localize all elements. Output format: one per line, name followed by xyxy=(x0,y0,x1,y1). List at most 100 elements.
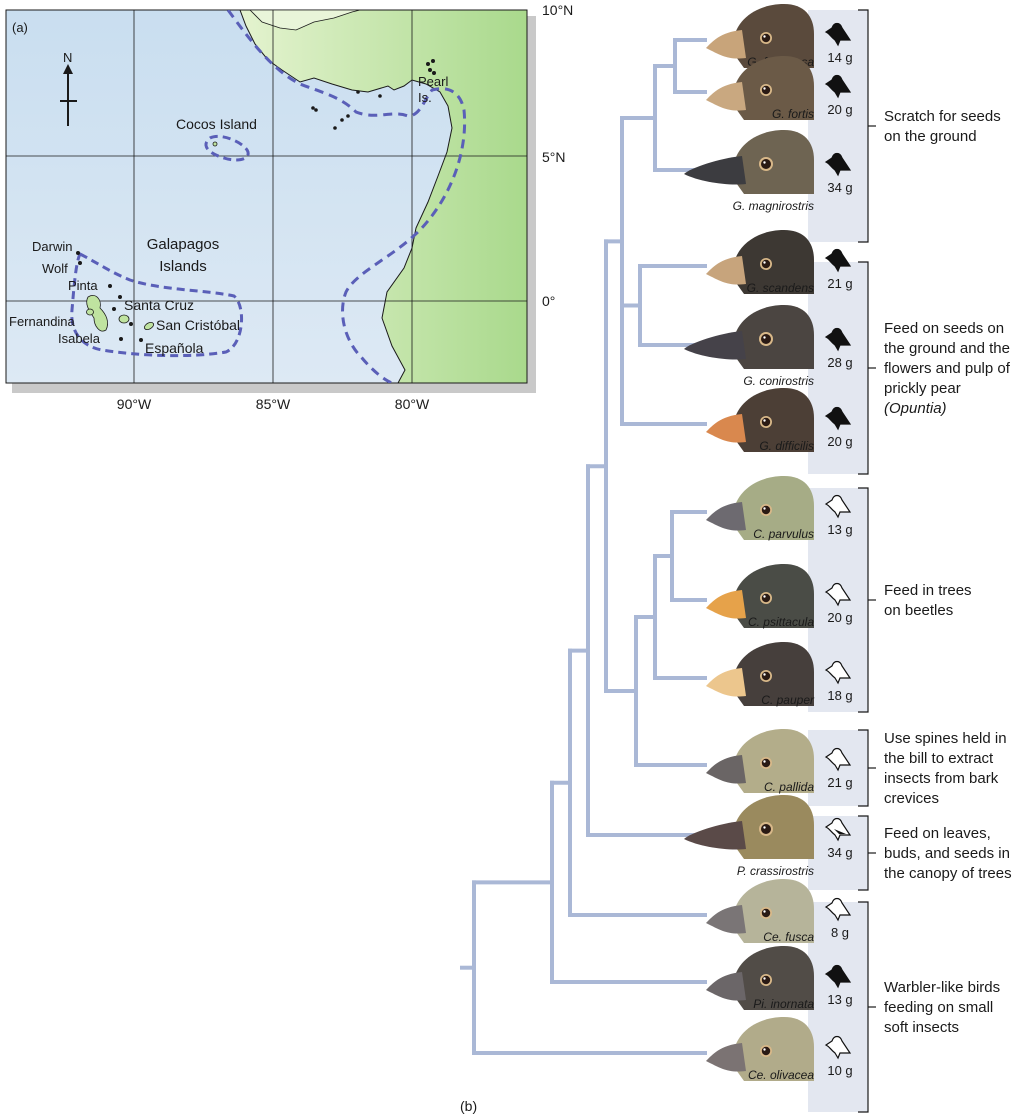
diet-group-text: crevices xyxy=(884,790,939,807)
seed-eater-silhouette-icon xyxy=(824,327,852,352)
species-mass: 18 g xyxy=(827,688,852,703)
diet-group-text: Scratch for seeds xyxy=(884,108,1001,125)
insect-eater-outline-icon xyxy=(824,747,852,772)
diet-group-text: on the ground xyxy=(884,128,977,145)
galapagos-map: N (a) 10°N 5°N 0° 90°W 85°W 80°W Cocos I… xyxy=(5,2,573,412)
species-mass: 28 g xyxy=(827,355,852,370)
species-mass: 10 g xyxy=(827,1063,852,1078)
species-mass: 20 g xyxy=(827,102,852,117)
finch-eye xyxy=(761,159,771,169)
species-name: Ce. olivacea xyxy=(748,1068,814,1082)
mainland-landmass xyxy=(239,10,527,383)
panel-b-label: (b) xyxy=(460,1098,477,1114)
santa-cruz-island xyxy=(118,314,130,324)
diet-group-text: Use spines held in xyxy=(884,730,1007,747)
species-mass: 34 g xyxy=(827,180,852,195)
finch-eye xyxy=(761,671,771,681)
seed-eater-silhouette-icon xyxy=(824,248,852,273)
finch-head-illustration xyxy=(706,879,814,943)
species-row: C. pallida 21 g xyxy=(706,729,853,794)
finch-head-illustration xyxy=(706,946,814,1010)
diet-group-text: the ground and the xyxy=(884,340,1010,357)
species-mass: 8 g xyxy=(831,925,849,940)
finch-eye xyxy=(761,33,771,43)
species-name: G. conirostris xyxy=(743,374,814,388)
finch-eye xyxy=(761,334,771,344)
insect-eater-outline-icon xyxy=(824,897,852,922)
panel-a-label: (a) xyxy=(12,20,28,35)
species-name: Ce. fusca xyxy=(763,930,814,944)
species-mass: 20 g xyxy=(827,610,852,625)
seed-eater-silhouette-icon xyxy=(824,406,852,431)
finch-head-illustration xyxy=(684,130,814,194)
finch-head-illustration xyxy=(706,729,814,793)
diet-group-text: buds, and seeds in xyxy=(884,845,1010,862)
central-america-coast xyxy=(249,10,361,31)
insect-eater-outline-icon xyxy=(824,582,852,607)
mixed-diet-icon xyxy=(824,817,852,842)
finch-head-illustration xyxy=(684,305,814,369)
finch-head-illustration xyxy=(706,476,814,540)
finch-eye xyxy=(761,505,771,515)
species-row: Ce. olivacea 10 g xyxy=(706,1017,853,1082)
species-row: C. pauper 18 g xyxy=(706,642,853,707)
lat-10n-label: 10°N xyxy=(542,2,573,18)
finch-beak xyxy=(706,82,746,111)
insect-eater-outline-icon xyxy=(824,494,852,519)
finch-head-illustration xyxy=(706,4,814,68)
continental-boundary-dashed xyxy=(226,10,467,383)
species-name: G. magnirostris xyxy=(733,199,814,213)
species-mass: 34 g xyxy=(827,845,852,860)
finch-beak xyxy=(684,821,746,850)
finch-beak xyxy=(684,331,746,360)
species-name: G. scandens xyxy=(747,281,814,295)
species-name: P. crassirostris xyxy=(737,864,814,878)
finch-head-illustration xyxy=(706,56,814,120)
species-row: P. crassirostris 34 g xyxy=(684,795,853,878)
seed-eater-silhouette-icon xyxy=(824,74,852,99)
species-name: C. psittacula xyxy=(748,615,814,629)
species-name: Pi. inornata xyxy=(753,997,814,1011)
finch-head-illustration xyxy=(706,1017,814,1081)
diet-group-text: prickly pear xyxy=(884,380,961,397)
cocos-boundary-dashed xyxy=(204,135,250,162)
species-name: C. pallida xyxy=(764,780,814,794)
finch-beak xyxy=(706,590,746,619)
finch-beak xyxy=(706,414,746,443)
wolf-label: Wolf xyxy=(42,261,68,276)
species-mass: 21 g xyxy=(827,775,852,790)
finch-beak xyxy=(706,502,746,531)
diet-group-text: the canopy of trees xyxy=(884,865,1012,882)
cocos-island-label: Cocos Island xyxy=(176,116,257,132)
diet-group-text: Warbler-like birds xyxy=(884,979,1000,996)
species-name: C. pauper xyxy=(761,693,815,707)
lat-5n-label: 5°N xyxy=(542,149,566,165)
finch-eye xyxy=(761,593,771,603)
lon-80w-label: 80°W xyxy=(395,396,430,412)
lat-0-label: 0° xyxy=(542,293,555,309)
species-mass: 21 g xyxy=(827,276,852,291)
seed-eater-silhouette-icon xyxy=(824,152,852,177)
species-mass: 20 g xyxy=(827,434,852,449)
finch-eye xyxy=(761,908,771,918)
galapagos-label-2: Islands xyxy=(159,258,207,275)
group-band xyxy=(808,262,868,474)
diet-group-text-italic: (Opuntia) xyxy=(884,400,947,417)
diet-group-text: Feed on leaves, xyxy=(884,825,991,842)
finch-eye xyxy=(761,85,771,95)
espanola-label: Española xyxy=(145,340,204,356)
cocos-island-shape xyxy=(212,141,218,147)
pearl-islands-label-1: Pearl xyxy=(418,74,448,89)
species-row: Ce. fusca 8 g xyxy=(706,879,852,944)
group-band xyxy=(808,902,868,1112)
insect-eater-outline-icon xyxy=(824,1035,852,1060)
galapagos-label-1: Galapagos xyxy=(147,236,220,253)
north-arrow-icon xyxy=(60,64,77,126)
finch-beak xyxy=(706,668,746,697)
finch-beak xyxy=(706,905,746,934)
